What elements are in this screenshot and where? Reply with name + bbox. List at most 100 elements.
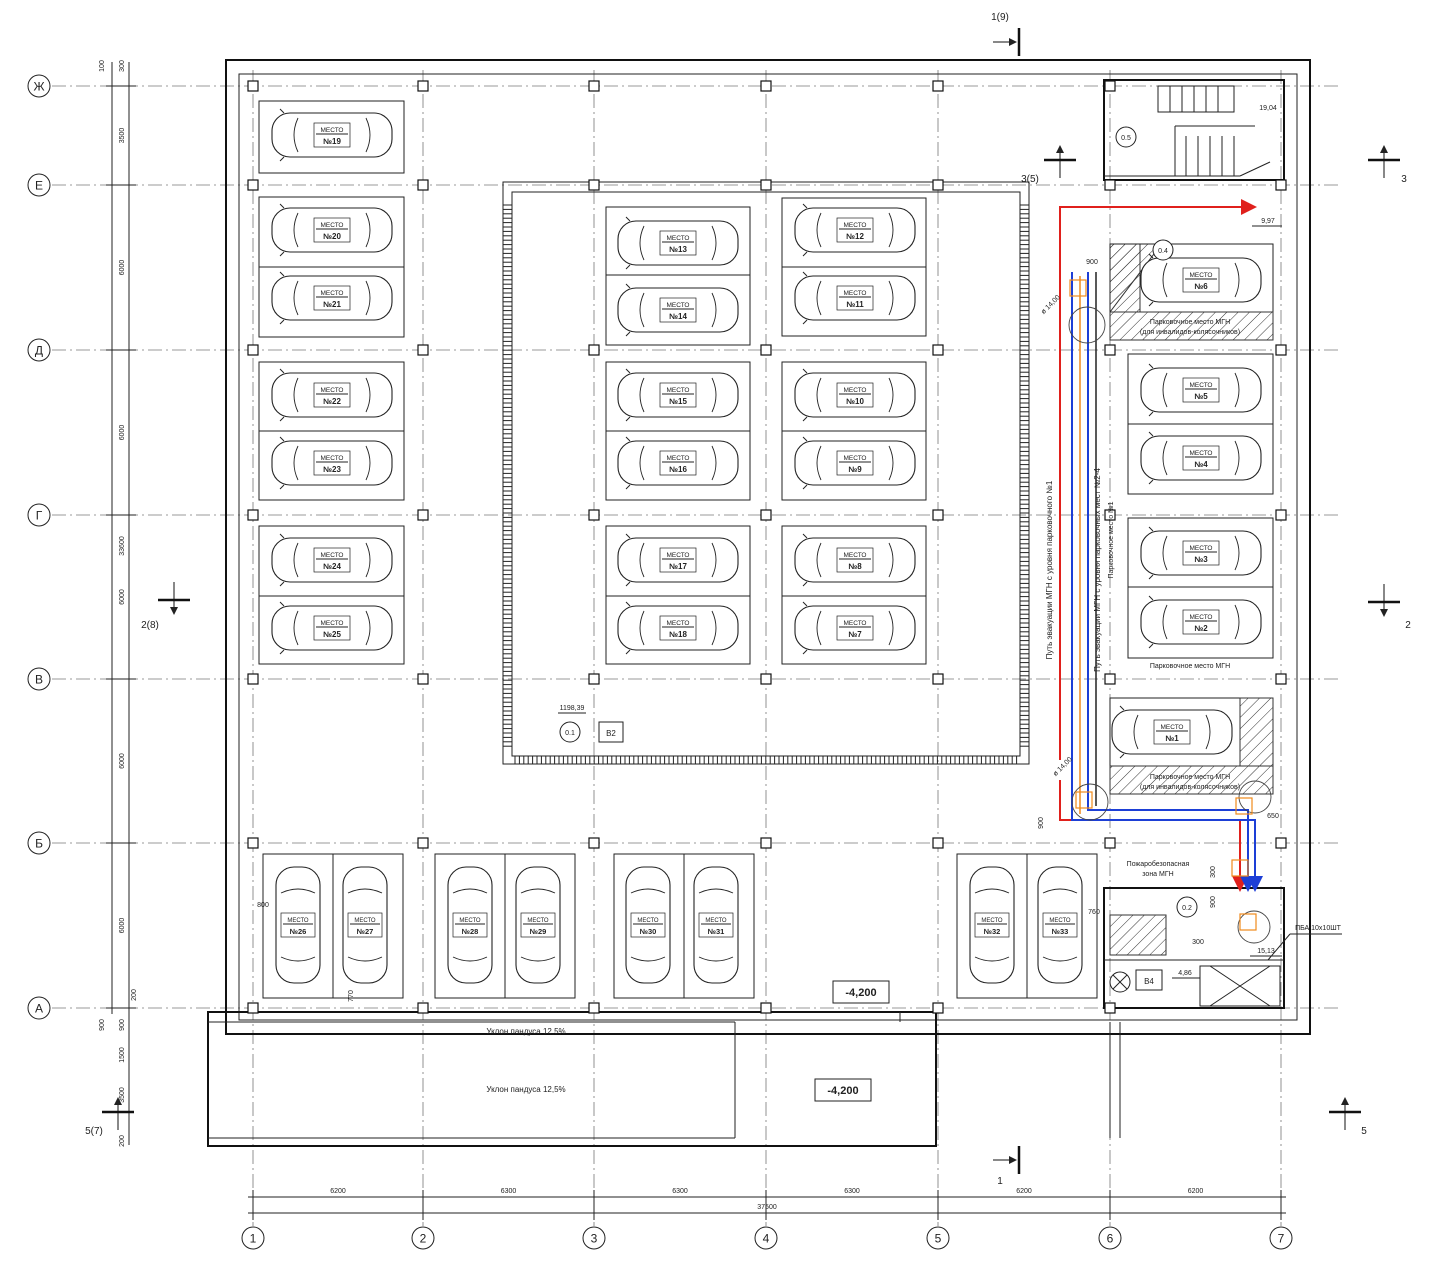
- car-windshield: [452, 888, 488, 894]
- dim-span-label: 6200: [1188, 1188, 1204, 1195]
- section-bottom: 1: [993, 1146, 1021, 1187]
- car-rear-window: [888, 212, 894, 248]
- car-windshield: [639, 542, 645, 578]
- car-rear-window: [1234, 440, 1240, 476]
- column: [932, 1002, 944, 1014]
- column: [1275, 179, 1287, 191]
- column: [247, 1002, 259, 1014]
- spot-number: №2: [1194, 624, 1208, 633]
- spot-plate: [659, 615, 697, 641]
- column: [1104, 344, 1116, 356]
- spot-word: МЕСТО: [667, 620, 690, 627]
- section-right-bottom: 5: [1329, 1097, 1367, 1137]
- dim-misc: 760: [1088, 909, 1100, 916]
- parking-spot: МЕСТО №2: [1140, 595, 1262, 649]
- car-windshield: [1162, 262, 1168, 298]
- dim-span-label: 6200: [330, 1188, 346, 1195]
- room-05: 0.5: [1121, 135, 1131, 142]
- spot-plate: [1182, 540, 1220, 566]
- spot-word: МЕСТО: [844, 455, 867, 462]
- spot-number: №16: [669, 465, 687, 474]
- column: [932, 673, 944, 685]
- car-mirror: [625, 436, 631, 442]
- column: [1104, 673, 1116, 685]
- section-label: 1(9): [991, 12, 1009, 23]
- room-b4: В4: [1144, 977, 1154, 986]
- column: [760, 673, 772, 685]
- axis-bubble: [1269, 1226, 1293, 1250]
- car-mirror: [802, 601, 808, 607]
- spot-word: МЕСТО: [321, 455, 344, 462]
- column: [247, 673, 259, 685]
- column: [247, 509, 259, 521]
- spot-number: №10: [846, 397, 864, 406]
- car-mirror: [1119, 753, 1125, 759]
- car-rear-window: [630, 956, 666, 962]
- room-02-marker: [1176, 896, 1198, 918]
- dim-total-label: 33600: [119, 536, 126, 556]
- car-rear-window: [347, 956, 383, 962]
- spot-word: МЕСТО: [1190, 614, 1213, 621]
- turn-circle: [1071, 783, 1109, 821]
- column: [1275, 344, 1287, 356]
- note-route-blue2: Парковочное место №1: [1108, 501, 1115, 578]
- car-windshield: [816, 280, 822, 316]
- axis-bubble: [27, 996, 51, 1020]
- car-rear-window: [711, 377, 717, 413]
- car-mirror: [279, 156, 285, 162]
- column: [760, 80, 772, 92]
- dim-misc: 900: [1210, 896, 1217, 908]
- dim-span-label: 6000: [119, 425, 126, 441]
- car-rear-window: [520, 956, 556, 962]
- spot-word: МЕСТО: [287, 918, 309, 924]
- column: [932, 179, 944, 191]
- dim-total-label: 37500: [757, 1204, 777, 1211]
- dim-ramp-label: 900: [119, 1019, 126, 1031]
- note-mgn-bottom-sub: (для инвалидов-колясочников): [1140, 784, 1240, 791]
- spot-number: №33: [1052, 927, 1069, 936]
- car-windshield: [293, 117, 299, 153]
- car-windshield: [280, 888, 316, 894]
- column: [1104, 80, 1116, 92]
- spot-word: МЕСТО: [1190, 450, 1213, 457]
- spot-plate: [313, 615, 351, 641]
- axis-row-label: Е: [35, 179, 43, 193]
- spot-number: №24: [323, 562, 341, 571]
- level-ramp: -4,200: [827, 1085, 858, 1097]
- spot-plate: [313, 217, 351, 243]
- car-mirror: [625, 484, 631, 490]
- spot-word: МЕСТО: [667, 387, 690, 394]
- spot-word: МЕСТО: [354, 918, 376, 924]
- dim-misc: 900: [99, 1019, 106, 1031]
- spot-number: №31: [708, 927, 725, 936]
- spot-number: №18: [669, 630, 687, 639]
- car-rear-window: [888, 445, 894, 481]
- car-rear-window: [888, 542, 894, 578]
- car-mirror: [625, 581, 631, 587]
- dim-span-label: 6000: [119, 753, 126, 769]
- car-rear-window: [280, 956, 316, 962]
- car-mirror: [1148, 574, 1154, 580]
- spot-plate: [836, 285, 874, 311]
- parking-spot: МЕСТО №18: [617, 601, 739, 655]
- building-walls: [207, 59, 1311, 1147]
- room-04: 0.4: [1158, 248, 1168, 255]
- column: [760, 509, 772, 521]
- axis-bubble: [27, 831, 51, 855]
- axis-col-label: 1: [250, 1232, 257, 1246]
- spot-number: №14: [669, 312, 687, 321]
- car-windshield: [1162, 372, 1168, 408]
- column: [588, 344, 600, 356]
- spot-plate: [1182, 267, 1220, 293]
- spot-number: №21: [323, 300, 341, 309]
- car-mirror: [802, 251, 808, 257]
- note-mgn-top: Парковочное место МГН: [1150, 319, 1230, 326]
